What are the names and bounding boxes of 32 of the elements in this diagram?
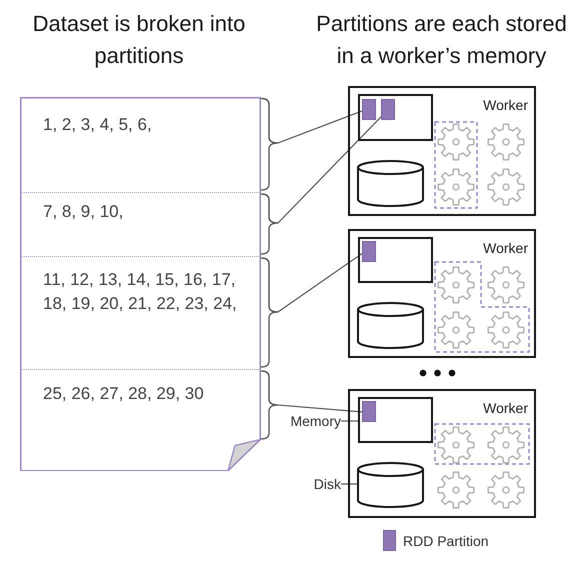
partition-block	[362, 401, 376, 422]
worker-label: Worker	[483, 97, 528, 113]
worker-box	[348, 86, 536, 216]
partition-block	[362, 241, 376, 262]
leader-line	[341, 483, 357, 485]
connector-line	[260, 253, 362, 313]
partition-values: 11, 12, 13, 14, 15, 16, 17, 18, 19, 20, 21, 22, 23, 24,	[43, 269, 238, 315]
worker-label: Worker	[483, 400, 528, 416]
disk-cylinder	[357, 302, 424, 349]
connector-line	[260, 370, 362, 412]
heading: Partitions are each stored in a worker’s memory	[315, 10, 568, 70]
connector-line	[260, 98, 362, 144]
worker-box	[348, 229, 536, 358]
memory-box	[358, 237, 433, 283]
disk-cylinder	[357, 462, 424, 508]
disk-cylinder	[357, 160, 424, 207]
memory-label: Memory	[283, 412, 341, 430]
partition-values: 1, 2, 3, 4, 5, 6,	[43, 114, 152, 136]
connector-line	[260, 116, 382, 224]
worker-label: Worker	[483, 240, 528, 256]
memory-box	[358, 397, 433, 443]
partition-block	[381, 99, 395, 120]
heading: Dataset is broken into partitions	[32, 10, 246, 70]
worker-box	[348, 389, 536, 518]
partition-values: 25, 26, 27, 28, 29, 30	[43, 383, 204, 405]
disk-label: Disk	[303, 475, 341, 493]
legend-label: RDD Partition	[403, 532, 489, 550]
partition-block	[362, 99, 376, 120]
document-page	[20, 96, 261, 471]
leader-line	[341, 420, 358, 422]
partition-values: 7, 8, 9, 10,	[43, 201, 124, 223]
memory-box	[358, 94, 433, 141]
